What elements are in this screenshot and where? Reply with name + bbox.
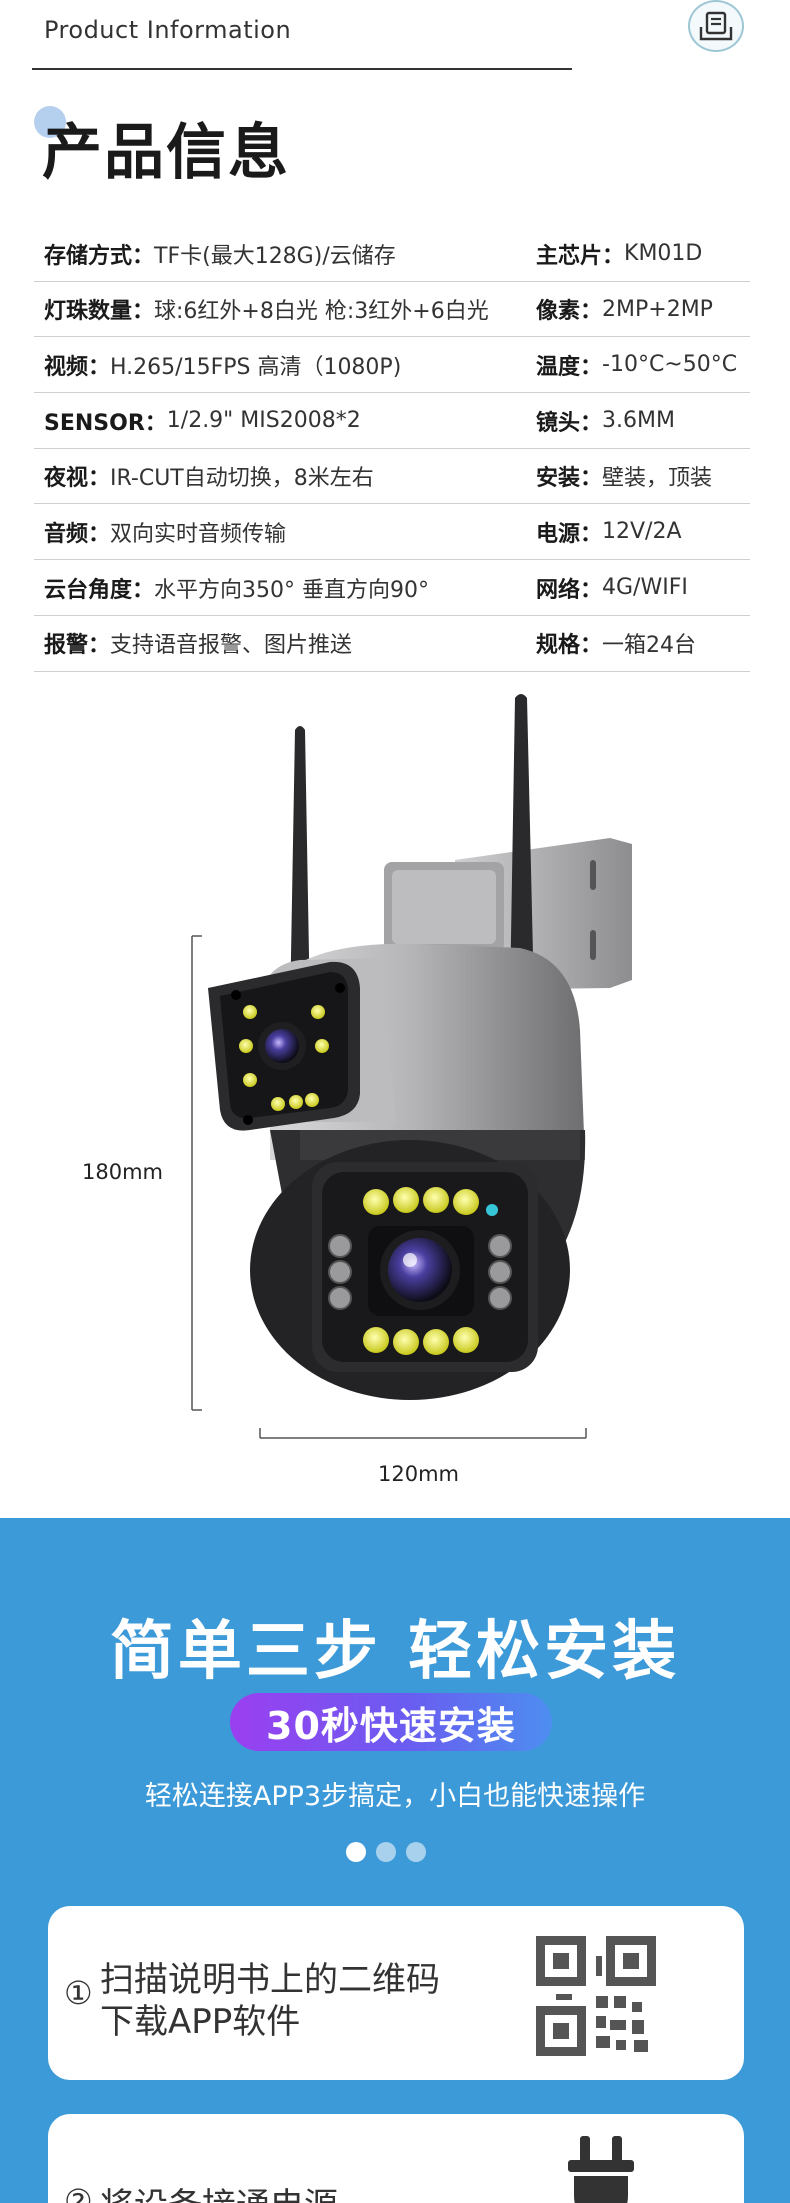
spec-value: 12V/2A xyxy=(602,519,682,545)
carousel-dot[interactable] xyxy=(346,1842,366,1862)
spec-row: SENSOR：1/2.9" MIS2008*2 镜头：3.6MM xyxy=(34,393,750,449)
spec-row: 视频：H.265/15FPS 高清（1080P) 温度：-10°C~50°C xyxy=(34,337,750,394)
power-plug-icon xyxy=(568,2136,634,2203)
step-card: ① 扫描说明书上的二维码 下载APP软件 xyxy=(48,1906,744,2080)
spec-value: 双向实时音频传输 xyxy=(110,521,287,547)
spec-value: 支持语音报警、图片推送 xyxy=(110,633,353,659)
height-dimension-line xyxy=(191,935,202,1411)
spec-key: 灯珠数量： xyxy=(44,299,155,325)
spec-value: 壁装，顶装 xyxy=(602,466,713,492)
spec-value: IR-CUT自动切换，8米左右 xyxy=(110,466,374,492)
spec-value: 水平方向350° 垂直方向90° xyxy=(154,577,429,603)
spec-row: 音频：双向实时音频传输 电源：12V/2A xyxy=(34,504,750,561)
spec-value: 2MP+2MP xyxy=(602,296,713,322)
spec-value: -10°C~50°C xyxy=(602,352,738,378)
spec-key: 安装： xyxy=(536,466,603,492)
section-title: 产品信息 xyxy=(42,118,290,188)
spec-value: 一箱24台 xyxy=(602,633,697,659)
product-image-area: 180mm 120mm xyxy=(0,690,790,1510)
spec-row: 灯珠数量：球:6红外+8白光 枪:3红外+6白光 像素：2MP+2MP xyxy=(34,282,750,338)
spec-value: 球:6红外+8白光 枪:3红外+6白光 xyxy=(154,299,489,325)
spec-key: 规格： xyxy=(536,633,603,659)
step-number: ② xyxy=(64,2182,93,2203)
qr-code-icon xyxy=(536,1936,656,2056)
header-title: Product Information xyxy=(44,16,292,44)
step-text-line1: 将设备接通电源 xyxy=(100,2178,338,2203)
quick-install-badge: 30秒快速安装 xyxy=(230,1693,552,1751)
spec-value: KM01D xyxy=(624,241,703,266)
spec-row: 夜视：IR-CUT自动切换，8米左右 安装：壁装，顶装 xyxy=(34,449,750,505)
spec-value: 3.6MM xyxy=(602,408,675,434)
carousel-dot[interactable] xyxy=(406,1842,426,1862)
spec-key: 电源： xyxy=(536,521,603,547)
width-dimension-line xyxy=(259,1428,587,1439)
spec-row: 云台角度：水平方向350° 垂直方向90° 网络：4G/WIFI xyxy=(34,560,750,616)
width-label: 120mm xyxy=(378,1462,459,1486)
step-text-line1: 扫描说明书上的二维码 xyxy=(100,1960,440,2000)
spec-value: TF卡(最大128G)/云储存 xyxy=(154,243,396,269)
gun-camera xyxy=(208,958,396,1131)
document-icon[interactable] xyxy=(688,0,744,52)
spec-value: H.265/15FPS 高清（1080P) xyxy=(110,354,402,380)
spec-row: 存储方式：TF卡(最大128G)/云储存 主芯片：KM01D xyxy=(34,226,750,282)
spec-key: 视频： xyxy=(44,354,111,380)
page-header: Product Information xyxy=(0,0,790,70)
spec-key: 夜视： xyxy=(44,466,111,492)
step-card: ② 将设备接通电源 xyxy=(48,2114,744,2203)
spec-table: 存储方式：TF卡(最大128G)/云储存 主芯片：KM01D 灯珠数量：球:6红… xyxy=(34,226,750,672)
spec-key: 存储方式： xyxy=(44,243,155,269)
spec-key: 网络： xyxy=(536,577,603,603)
carousel-dot[interactable] xyxy=(376,1842,396,1862)
spec-value: 1/2.9" MIS2008*2 xyxy=(166,408,361,434)
spec-key: 主芯片： xyxy=(536,243,625,269)
install-section: 简单三步 轻松安装 30秒快速安装 轻松连接APP3步搞定，小白也能快速操作 ①… xyxy=(0,1518,790,2203)
install-subtitle: 轻松连接APP3步搞定，小白也能快速操作 xyxy=(144,1781,646,1812)
header-divider xyxy=(32,68,572,70)
step-text-line2: 下载APP软件 xyxy=(100,2002,301,2042)
spec-key: 像素： xyxy=(536,299,603,325)
camera-illustration xyxy=(191,694,632,1439)
title-decoration-dot xyxy=(34,106,66,138)
spec-key: SENSOR： xyxy=(44,410,167,436)
step-number: ① xyxy=(64,1974,93,2012)
spec-key: 音频： xyxy=(44,521,111,547)
spec-key: 云台角度： xyxy=(44,577,155,603)
spec-key: 报警： xyxy=(44,633,111,659)
spec-key: 镜头： xyxy=(536,410,603,436)
carousel-dots xyxy=(346,1842,426,1862)
spec-key: 温度： xyxy=(536,354,603,380)
spec-value: 4G/WIFI xyxy=(602,575,688,601)
install-title: 简单三步 轻松安装 xyxy=(109,1615,681,1689)
height-label: 180mm xyxy=(82,1160,163,1184)
spec-row: 报警：支持语音报警、图片推送 规格：一箱24台 xyxy=(34,616,750,672)
